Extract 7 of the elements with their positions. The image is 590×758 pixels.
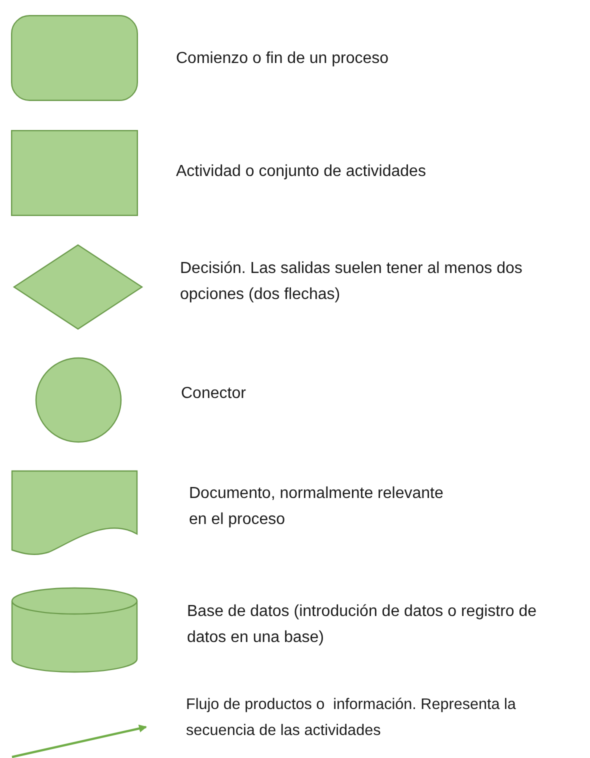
symbol-description: Documento, normalmente relevante en el proceso xyxy=(189,484,444,530)
symbol-description: Comienzo o fin de un proceso xyxy=(176,49,390,69)
legend-text: Flujo de productos o información. Representa la secuencia de las actividades xyxy=(186,695,517,741)
symbol-description: Base de datos (introdución de datos o registro de datos en una base) xyxy=(187,602,537,648)
symbol-description: Conector xyxy=(181,384,247,404)
symbol-description: Decisión. Las salidas suelen tener al menos dos opciones (dos flechas) xyxy=(180,259,524,305)
symbol-description: Actividad o conjunto de actividades xyxy=(176,162,427,182)
